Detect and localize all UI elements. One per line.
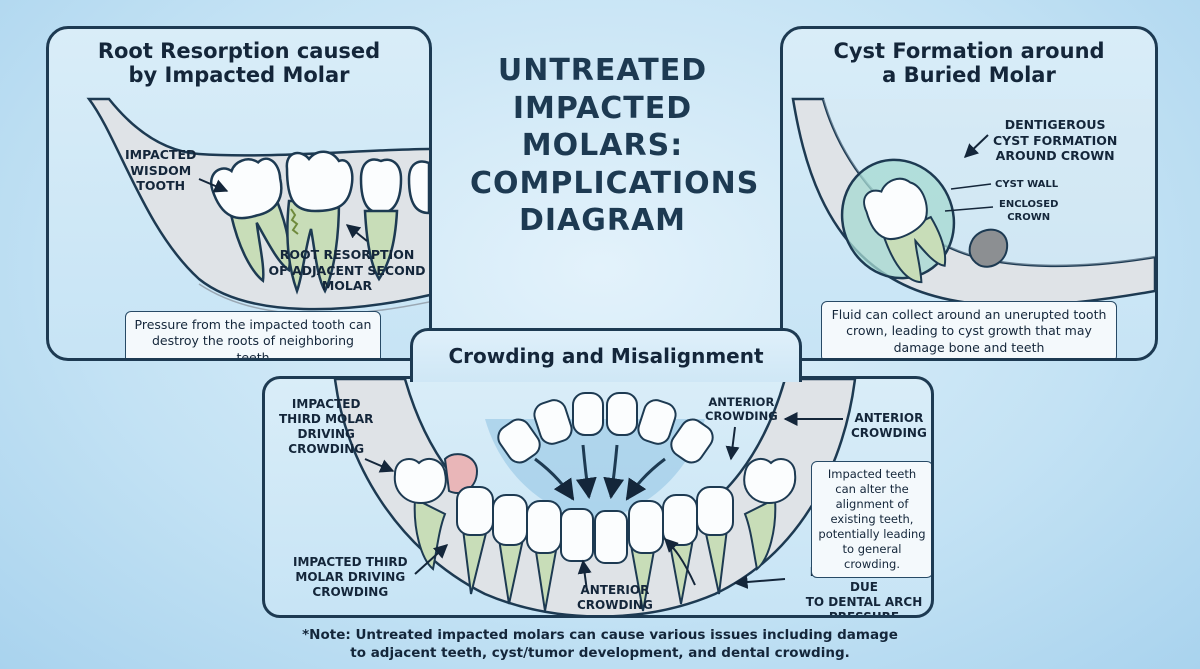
label-third-molar-upper: IMPACTED THIRD MOLAR DRIVING CROWDING <box>279 397 373 457</box>
label-line: MOLAR <box>321 278 373 294</box>
arrow-impacted-tooth <box>198 178 229 193</box>
panel-title-line: Cyst Formation around <box>833 39 1105 63</box>
label-line: TOOTH <box>136 178 186 194</box>
label-anterior-right: ANTERIOR CROWDING <box>851 411 927 441</box>
second-molar <box>285 150 354 295</box>
panel-title-line: a Buried Molar <box>882 63 1056 88</box>
label-line: OF ADJACENT SECOND <box>268 262 426 278</box>
panel-title-cyst: Cyst Formation around a Buried Molar <box>783 39 1155 87</box>
panel-crowding: IMPACTED THIRD MOLAR DRIVING CROWDING IM… <box>262 376 934 618</box>
cyst-illustration <box>791 97 1155 308</box>
label-line: TO DENTAL ARCH <box>805 595 923 609</box>
label-anterior-bottom: ANTERIOR CROWDING <box>577 583 653 613</box>
label-line: PRESSURE <box>828 610 900 618</box>
label-line: CROWN <box>1007 211 1051 223</box>
label-line: IMPACTED <box>125 147 197 162</box>
label-line: WISDOM <box>130 162 192 178</box>
label-dentigerous-cyst: DENTIGEROUS CYST FORMATION AROUND CROWN <box>993 117 1117 164</box>
label-root-resorption-text: ROOT RESORPTION OF ADJACENT SECOND MOLAR <box>267 247 427 294</box>
label-line: THIRD MOLAR <box>279 412 374 426</box>
label-third-molar-lower: IMPACTED THIRD MOLAR DRIVING CROWDING <box>293 555 408 600</box>
root-resorption-illustration <box>86 97 429 316</box>
arch-teeth-back <box>497 392 714 464</box>
main-title-line: DIAGRAM <box>518 203 687 238</box>
label-line: CROWDING <box>312 585 389 599</box>
label-line: ANTERIOR <box>580 583 650 597</box>
label-line: DRIVING <box>297 427 355 441</box>
label-line: CROWDING <box>705 409 778 424</box>
panel-title-crowding-text: Crowding and Misalignment <box>448 344 764 368</box>
label-line: CYST WALL <box>995 179 1059 190</box>
footer-note: *Note: Untreated impacted molars can cau… <box>0 626 1200 662</box>
label-line: ROOT RESORPTION <box>279 247 415 262</box>
impacted-third-molar-left <box>393 453 479 571</box>
caption-cyst: Fluid can collect around an unerupted to… <box>821 301 1117 358</box>
crowding-illustration <box>333 379 857 615</box>
label-line: DENTIGEROUS <box>1004 117 1106 132</box>
label-line: ANTERIOR <box>708 395 775 409</box>
panel-title-line: Root Resorption caused <box>97 39 381 63</box>
footer-note-line: to adjacent teeth, cyst/tumor developmen… <box>350 645 850 662</box>
label-line: MOLAR DRIVING <box>295 570 406 584</box>
footer-note-line: *Note: Untreated impacted molars can cau… <box>302 627 898 643</box>
arrow-dentigerous <box>963 134 989 158</box>
label-line: CROWDING <box>851 426 927 440</box>
enclosed-tooth <box>863 177 947 284</box>
impacted-third-molar-right <box>743 457 797 571</box>
panel-title-crowding: Crowding and Misalignment <box>410 328 802 382</box>
panel-root-resorption: Root Resorption caused by Impacted Molar… <box>46 26 432 361</box>
label-line: CROWDING <box>288 442 365 456</box>
panel-title-line: by Impacted Molar <box>128 63 350 88</box>
arrow-root-resorption <box>345 224 368 242</box>
main-title-line: COMPLICATIONS <box>470 165 760 201</box>
label-impacted-wisdom-tooth: IMPACTED WISDOM TOOTH <box>125 147 196 194</box>
label-line: ANTERIOR <box>854 411 924 425</box>
label-cyst-wall: CYST WALL <box>995 179 1058 192</box>
main-title-line: IMPACTED MOLARS: <box>512 90 693 164</box>
label-anterior-top: ANTERIOR CROWDING <box>705 395 778 424</box>
leader-cyst-wall <box>950 183 992 190</box>
caption-crowding: Impacted teeth can alter the alignment o… <box>811 461 931 578</box>
label-line: ENCLOSED <box>999 199 1059 210</box>
label-line: CYST FORMATION <box>993 132 1118 148</box>
label-line: AROUND CROWN <box>995 148 1115 164</box>
panel-cyst-formation: Cyst Formation around a Buried Molar DEN… <box>780 26 1158 361</box>
caption-root-resorption: Pressure from the impacted tooth can des… <box>125 311 381 358</box>
label-line: IMPACTED <box>291 397 361 411</box>
bone-lesion <box>968 228 1009 268</box>
panel-title-root-resorption: Root Resorption caused by Impacted Molar <box>49 39 429 87</box>
label-line: IMPACTED THIRD <box>293 555 408 569</box>
leader-enclosed-crown <box>944 206 994 212</box>
main-title-line: UNTREATED <box>497 53 708 88</box>
adjacent-teeth <box>359 158 429 282</box>
label-enclosed-crown: ENCLOSED CROWN <box>999 199 1058 224</box>
crowding-arrows <box>534 444 666 501</box>
label-line: CROWDING <box>577 598 653 612</box>
arch-teeth-front <box>456 486 734 612</box>
leader-arrows <box>364 412 843 592</box>
main-title: UNTREATED IMPACTED MOLARS: COMPLICATIONS… <box>470 52 760 240</box>
